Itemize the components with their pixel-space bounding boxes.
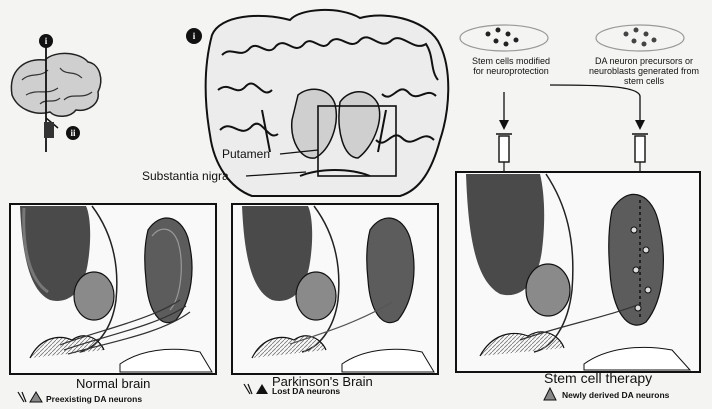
marker-i-large: i [186,28,202,44]
new-neuron-icon [544,388,556,400]
marker-ii-small: ii [66,126,80,140]
panel-stem-cell-therapy [456,172,700,372]
substantia-nigra-label: Substantia nigra [142,169,229,183]
marker-i-small: i [39,34,53,48]
caption-stem-cell-therapy: Stem cell therapy [544,370,652,386]
legend-lost-neurons: Lost DA neurons [272,386,340,396]
legend-new-neurons: Newly derived DA neurons [562,390,669,400]
panel-normal-brain [10,204,216,374]
stem-cell-dish-left [460,25,548,51]
stem-cell-dish-right [596,25,684,51]
da-precursors-label: DA neuron precursors or neuroblasts gene… [582,56,706,86]
caption-normal-brain: Normal brain [76,376,150,391]
legend-preexisting-neurons: Preexisting DA neurons [46,394,142,404]
preexisting-neuron-icon [18,392,42,402]
lost-neuron-icon [244,384,268,394]
coronal-brain-section [206,10,449,196]
stem-cells-modified-label: Stem cells modified for neuroprotection [466,56,556,76]
brain-side-view-icon [11,40,100,152]
panel-parkinsons-brain [232,204,438,374]
putamen-label: Putamen [222,147,270,161]
